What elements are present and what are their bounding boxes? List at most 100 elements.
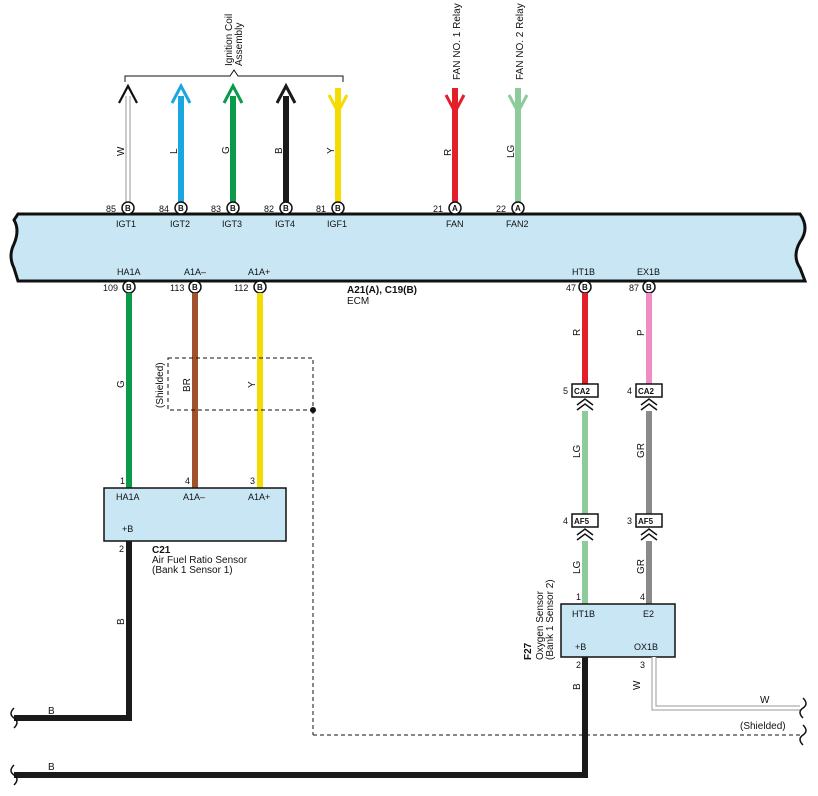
af-sensor-bank: (Bank 1 Sensor 1)	[152, 565, 233, 576]
wire-color-y: Y	[326, 147, 337, 154]
svg-text:FAN: FAN	[446, 219, 464, 229]
break-mark-1	[10, 707, 18, 729]
wire-color-o2-w: W	[632, 680, 643, 690]
wire-color-fan1: R	[443, 149, 454, 156]
af-shielded-label: (Shielded)	[155, 362, 166, 408]
svg-text:85: 85	[106, 204, 116, 214]
wire-ox1b-core	[652, 657, 800, 710]
wire-color-b: B	[274, 147, 285, 154]
o2-pin-3-num: 3	[640, 660, 645, 670]
svg-text:21: 21	[433, 204, 443, 214]
wire-igt2	[170, 82, 192, 202]
ecm-top-pin-fan2: 22 A FAN2	[496, 201, 529, 229]
svg-text:B: B	[178, 204, 184, 213]
wire-fan2	[507, 88, 529, 202]
wire-o2-plus-b	[14, 657, 588, 778]
svg-text:112: 112	[234, 283, 248, 293]
wire-color-w: W	[116, 146, 127, 156]
svg-text:IGT1: IGT1	[116, 219, 136, 229]
ecm-connector-title: A21(A), C19(B)	[347, 285, 417, 296]
ecm-bottom-pin-ht1b: HT1B 47 B	[566, 267, 595, 294]
svg-text:B: B	[646, 283, 652, 292]
svg-text:A1A+: A1A+	[248, 267, 270, 277]
svg-text:IGF1: IGF1	[327, 219, 347, 229]
svg-text:B: B	[192, 283, 198, 292]
svg-text:5: 5	[563, 386, 568, 396]
svg-text:4: 4	[627, 386, 632, 396]
af-pin-2-num: 2	[119, 544, 124, 554]
bottom-w-label: W	[760, 695, 770, 706]
wire-af-plus-b	[14, 541, 132, 721]
arrow-up-icon	[222, 82, 244, 104]
svg-text:B: B	[125, 204, 131, 213]
ignition-brace	[124, 69, 344, 82]
svg-text:113: 113	[170, 283, 184, 293]
shield-junction	[310, 407, 316, 413]
svg-text:B: B	[582, 283, 588, 292]
svg-text:4: 4	[563, 516, 568, 526]
wire-fan	[444, 88, 466, 202]
af-pin-1-num: 1	[120, 476, 125, 486]
ecm-top-pin-igt1: 85 B IGT1	[106, 201, 136, 229]
svg-text:B: B	[283, 204, 289, 213]
fan2-relay-label: FAN NO. 2 Relay	[515, 3, 526, 80]
wire-color-g: G	[221, 146, 232, 154]
svg-text:81: 81	[316, 204, 326, 214]
connector-af5-right: 3 AF5	[627, 513, 663, 541]
arrow-down-icon	[444, 94, 466, 116]
wire-igf1	[327, 88, 349, 202]
wire-color-af-y: Y	[247, 381, 258, 388]
arrow-down-icon	[327, 94, 349, 116]
o2-sensor-bank: (Bank 1 Sensor 2)	[545, 579, 556, 660]
wire-ox1b	[651, 657, 800, 711]
wire-igt1	[118, 83, 138, 202]
o2-pin-ht1b: HT1B	[572, 609, 595, 619]
ecm-body	[9, 212, 808, 283]
af-sensor-code: C21	[152, 545, 171, 556]
svg-text:87: 87	[629, 283, 639, 293]
af-sensor-box	[103, 487, 287, 542]
af-pin-4-num: 4	[185, 476, 190, 486]
wire-color-af-g: G	[116, 380, 127, 388]
af-pin-a1a-plus: A1A+	[248, 492, 270, 502]
svg-text:83: 83	[211, 204, 221, 214]
svg-text:B: B	[230, 204, 236, 213]
wire-color-o2-gr-mid: GR	[636, 443, 647, 458]
wire-igt3	[222, 82, 244, 202]
svg-text:A: A	[452, 204, 458, 213]
ecm-top-pin-igf1: 81 B IGF1	[316, 201, 347, 229]
o2-pin-ox1b: OX1B	[634, 642, 658, 652]
svg-text:22: 22	[496, 204, 506, 214]
o2-sensor-code: F27	[523, 642, 534, 660]
ecm-top-pin-igt4: 82 B IGT4	[264, 201, 295, 229]
af-pin-a1a-minus: A1A–	[183, 492, 205, 502]
wire-color-o2-lg-mid: LG	[572, 444, 583, 458]
svg-text:B: B	[335, 204, 341, 213]
wire-color-o2-gr-low: GR	[636, 559, 647, 574]
svg-text:HA1A: HA1A	[117, 267, 141, 277]
svg-text:84: 84	[159, 204, 169, 214]
svg-text:FAN2: FAN2	[506, 219, 529, 229]
svg-text:A: A	[515, 204, 521, 213]
svg-text:3: 3	[627, 516, 632, 526]
wire-color-o2-r: R	[572, 329, 583, 336]
svg-text:A1A–: A1A–	[184, 267, 206, 277]
o2-pin-1-num: 1	[576, 592, 581, 602]
ecm-top-pin-igt2: 84 B IGT2	[159, 201, 190, 229]
break-mark-3	[799, 697, 807, 719]
svg-text:CA2: CA2	[574, 387, 591, 396]
svg-text:109: 109	[103, 283, 118, 293]
arrow-up-icon	[275, 82, 297, 104]
svg-text:82: 82	[264, 204, 274, 214]
break-mark-2	[10, 764, 18, 786]
break-mark-4	[799, 724, 807, 746]
arrow-down-icon	[507, 94, 529, 116]
o2-sensor-name: Oxygen Sensor	[535, 590, 546, 660]
o2-pin-plus-b: +B	[575, 642, 586, 652]
fan1-relay-label: FAN NO. 1 Relay	[452, 3, 463, 80]
af-sensor-name: Air Fuel Ratio Sensor	[152, 555, 248, 566]
arrow-up-icon	[170, 82, 192, 104]
af-pin-plus-b: +B	[122, 524, 133, 534]
ecm-name: ECM	[347, 296, 369, 307]
